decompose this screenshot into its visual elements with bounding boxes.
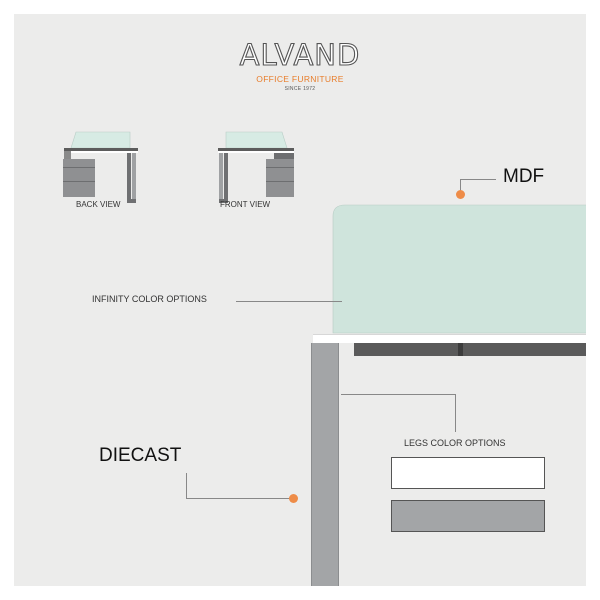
desk-detail-illustration <box>311 204 586 586</box>
legs-leader-line <box>341 394 456 395</box>
back-view-label: BACK VIEW <box>76 200 121 209</box>
leg-color-swatch-grey <box>391 500 545 532</box>
legs-color-options-label: LEGS COLOR OPTIONS <box>404 438 506 448</box>
front-view-illustration <box>218 131 294 203</box>
mdf-leader-line <box>460 179 496 180</box>
mdf-leader-line-vertical <box>460 179 461 195</box>
infinity-color-options-label: INFINITY COLOR OPTIONS <box>92 294 207 304</box>
brand-tagline: OFFICE FURNITURE <box>256 74 344 84</box>
infinity-leader-line <box>236 301 342 302</box>
mdf-label: MDF <box>503 166 545 187</box>
diecast-leader-line-vertical <box>186 473 187 498</box>
diecast-marker <box>289 494 298 503</box>
back-view-illustration <box>63 131 138 203</box>
legs-leader-line-vertical <box>455 394 456 432</box>
brand-logo: ALVAND <box>239 37 361 72</box>
brand-since: SINCE 1972 <box>284 86 316 92</box>
mdf-marker <box>456 190 465 199</box>
front-view-label: FRONT VIEW <box>220 200 271 209</box>
diecast-label: DIECAST <box>99 445 182 466</box>
leg-color-swatch-white <box>391 457 545 489</box>
diecast-leader-line <box>186 498 293 499</box>
product-diagram: ALVAND OFFICE FURNITURE SINCE 1972 BACK … <box>14 14 586 586</box>
